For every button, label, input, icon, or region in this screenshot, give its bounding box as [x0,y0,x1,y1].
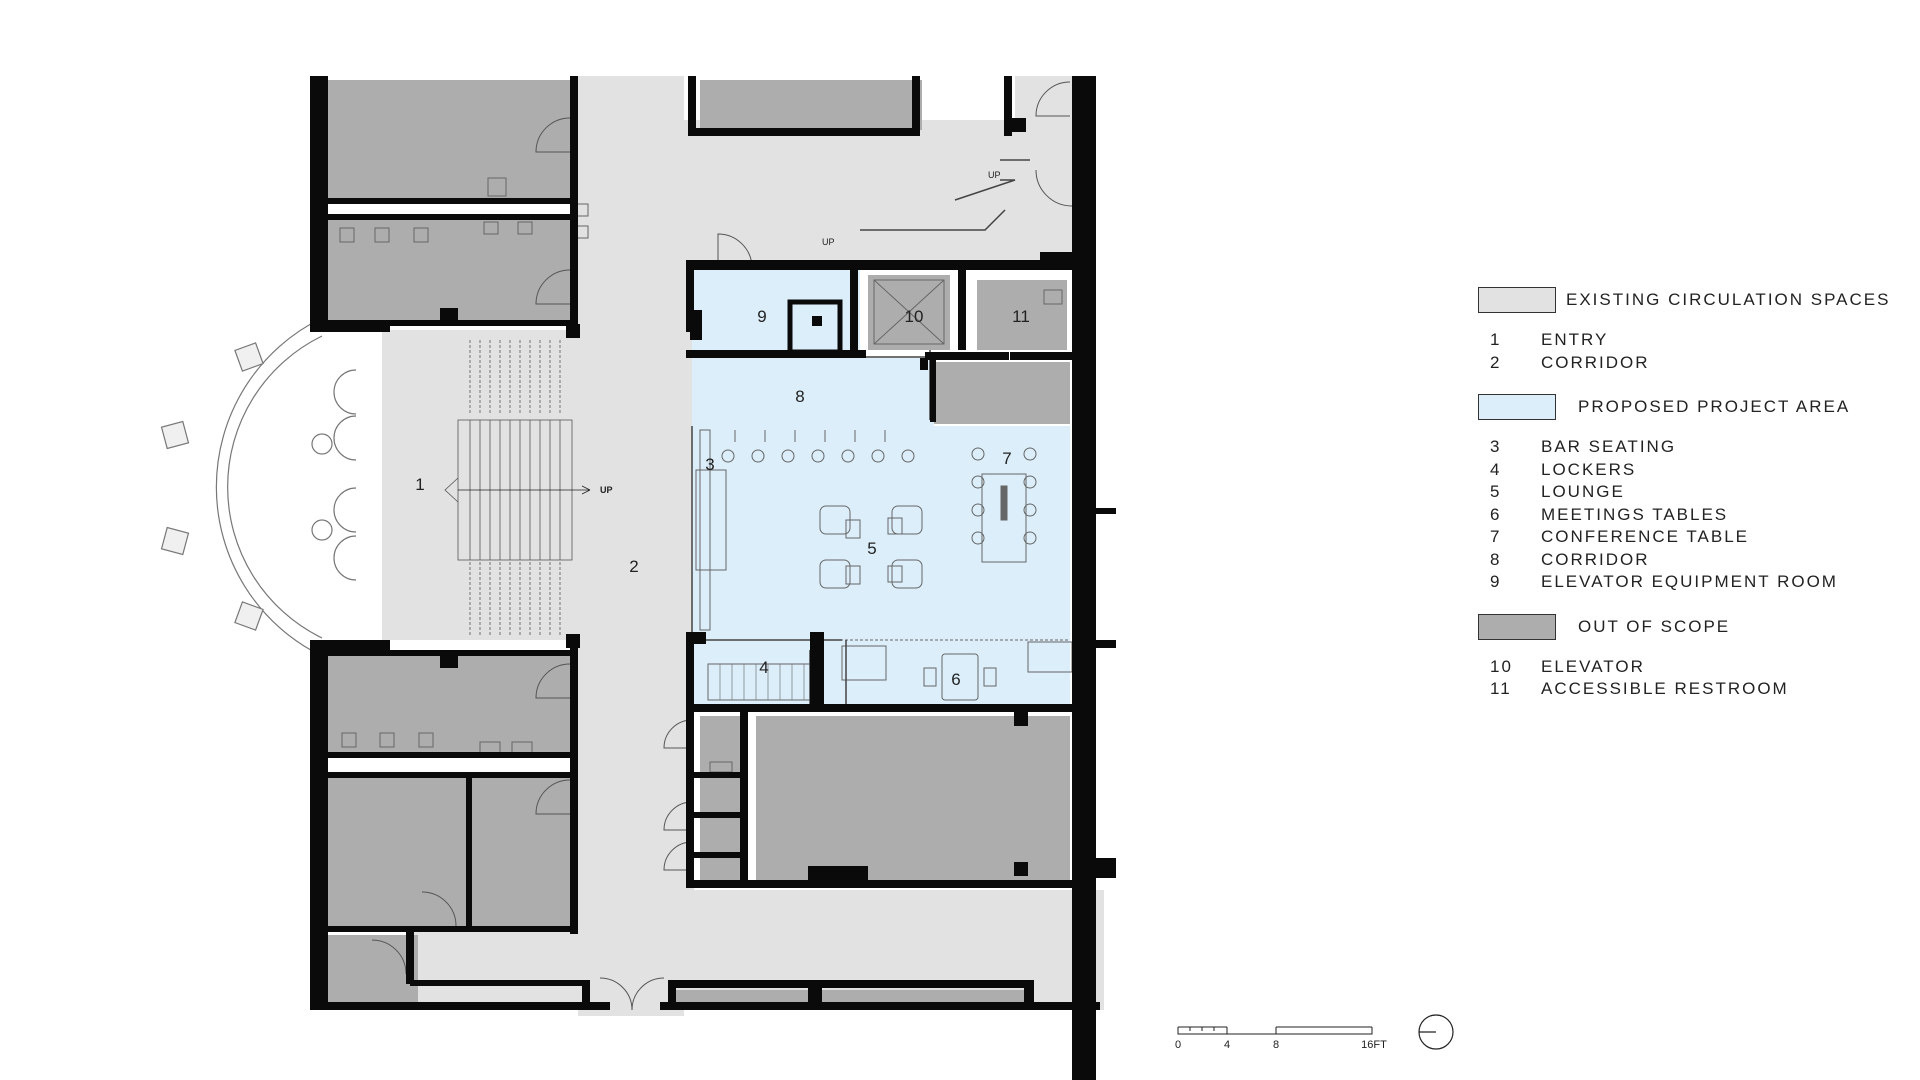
room-number-conference-table: 7 [1002,449,1011,468]
main-stair [444,340,591,637]
circulation-spaces [382,76,1104,1016]
door-swings [371,81,1073,1011]
room-number-elevator: 10 [905,307,924,326]
stair-up-label-north-2: UP [822,237,835,247]
scale-tick-0: 0 [1175,1039,1181,1051]
circulation-label: EXISTING CIRCULATION SPACES [1566,290,1891,309]
stair-up-label-north-1: UP [988,170,1001,180]
circulation-swatch [1478,287,1556,313]
room-number-elevator-equipment: 9 [757,307,766,326]
entry-rotunda [160,317,357,657]
room-number-bar-seating: 3 [705,455,714,474]
project-swatch [1478,394,1556,420]
walls [310,76,1116,1080]
room-number-project-corridor: 8 [795,387,804,406]
room-number-corridor: 2 [629,557,638,576]
scale-bar: 0 4 8 16FT [1175,1026,1387,1051]
scale-tick-16ft: 16FT [1361,1039,1387,1051]
furniture [339,177,1073,773]
legend-project-row: PROPOSED PROJECT AREA [1478,392,1908,422]
room-numbers: 1 2 3 4 5 6 7 8 9 10 11 [415,307,1030,689]
scale-tick-4: 4 [1224,1039,1230,1051]
out-of-scope-spaces [328,80,1070,1006]
room-number-meeting-tables: 6 [951,670,960,689]
project-label: PROPOSED PROJECT AREA [1578,397,1851,416]
legend-out-of-scope-row: OUT OF SCOPE [1478,612,1908,642]
stair-up-label-main: UP [600,485,613,495]
north-arrow-icon [1418,1014,1454,1050]
room-number-lounge: 5 [867,539,876,558]
room-number-accessible-restroom: 11 [1012,307,1030,326]
legend-circulation-row: EXISTING CIRCULATION SPACES [1478,285,1908,315]
scale-tick-8: 8 [1273,1039,1279,1051]
out-of-scope-swatch [1478,613,1556,640]
room-number-entry: 1 [415,475,424,494]
room-number-lockers: 4 [759,658,768,677]
out-of-scope-label: OUT OF SCOPE [1578,616,1731,636]
